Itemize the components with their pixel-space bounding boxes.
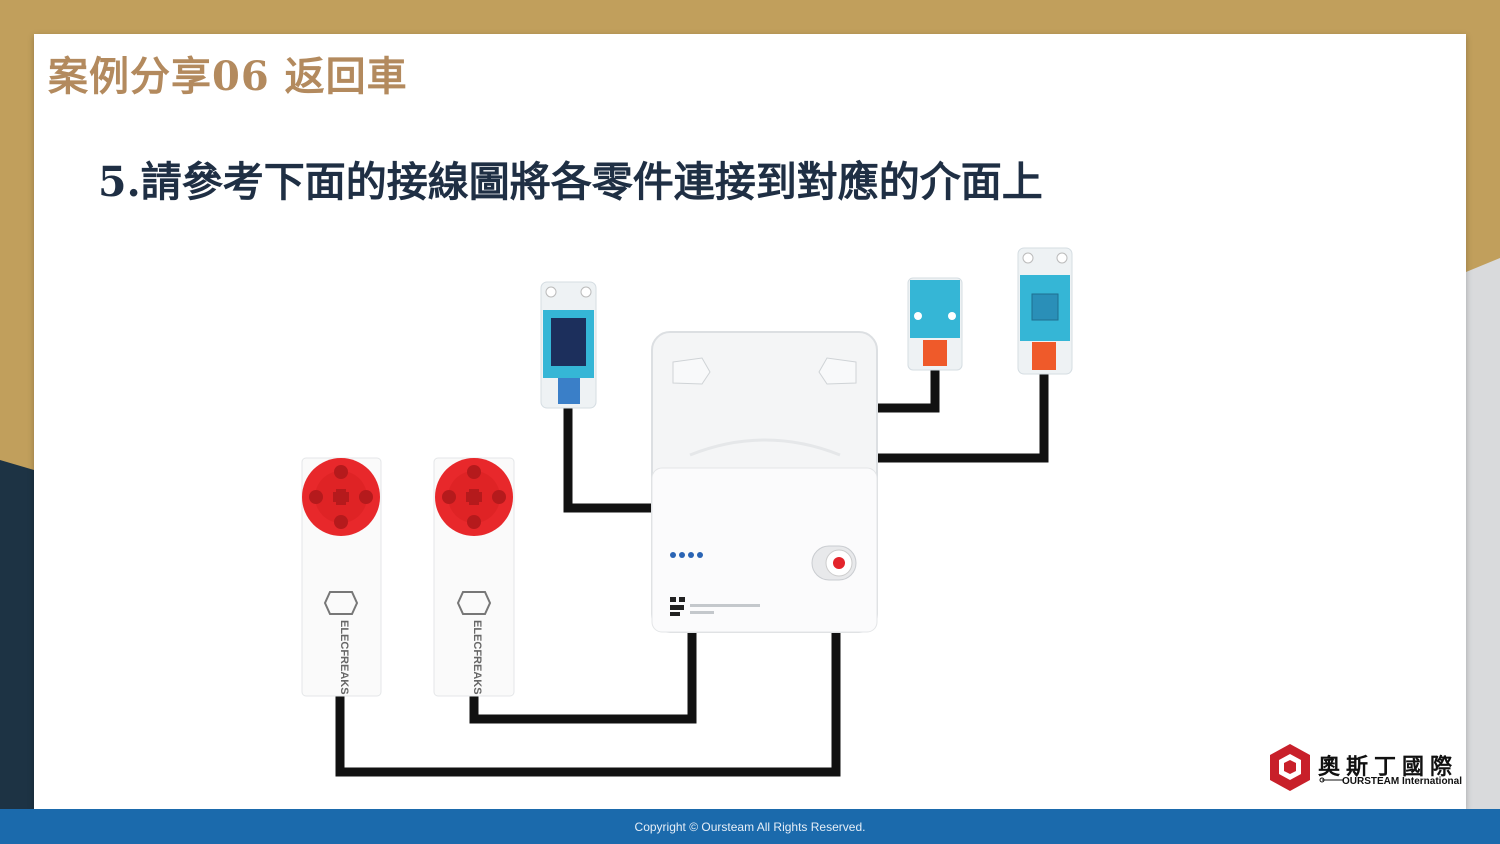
logo-name-cn: 奧斯丁國際 (1318, 755, 1459, 780)
wiring-diagram: ELECFREAKS ELECFREAKS (301, 247, 1073, 777)
cable-sensor-large (876, 372, 1049, 463)
controller (651, 331, 878, 633)
sensor-small (907, 277, 963, 371)
svg-text:ELECFREAKS: ELECFREAKS (338, 620, 350, 695)
footer-bar (0, 809, 1500, 844)
copyright-text: Copyright © Oursteam All Rights Reserved… (634, 820, 866, 834)
instruction-text: 5.請參考下面的接線圖將各零件連接到對應的介面上 (98, 158, 1043, 206)
svg-text:ELECFREAKS: ELECFREAKS (471, 620, 483, 695)
cables (335, 368, 1049, 777)
page-title: 案例分享06 返回車 (48, 53, 408, 100)
cable-motor-1 (335, 632, 841, 777)
oursteam-logo (1270, 744, 1344, 791)
motor-2: ELECFREAKS (433, 457, 515, 697)
oled-module (540, 281, 597, 409)
motor-1: ELECFREAKS (301, 457, 382, 697)
cable-sensor-small (876, 368, 940, 413)
sensor-large (1017, 247, 1073, 375)
logo-name-en: OURSTEAM International (1342, 776, 1463, 787)
cable-motor-2 (469, 632, 697, 724)
cable-oled (563, 405, 655, 513)
